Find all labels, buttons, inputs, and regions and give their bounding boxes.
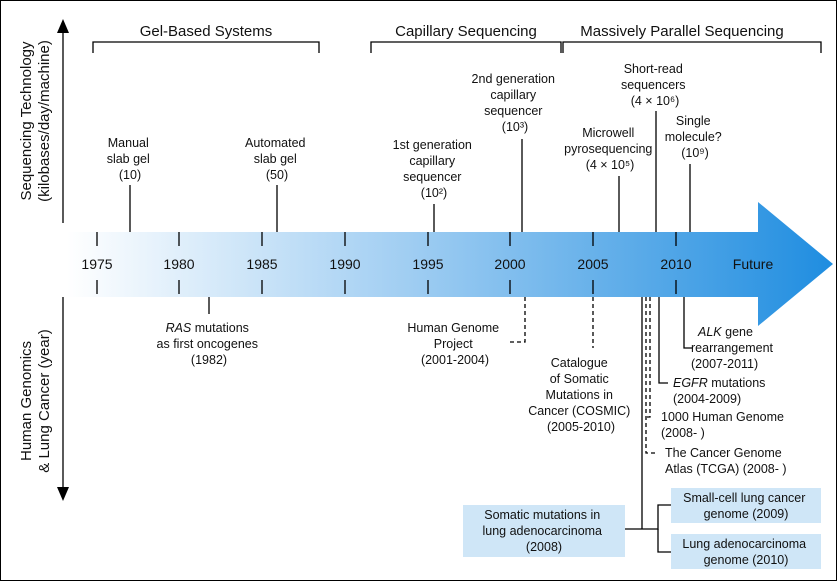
tech-2nd-gen-capillary: 2nd generation capillary sequencer (10³): [472, 72, 559, 134]
year-1980: 1980: [163, 256, 194, 272]
timeline-arrow: [67, 202, 833, 326]
event-human-genome-project: Human Genome Project (2001-2004): [407, 321, 502, 367]
box-small-cell-genome-text: Small-cell lung cancer genome (2009): [683, 491, 809, 521]
tech-automated-slab-gel: Automated slab gel (50): [245, 136, 309, 182]
box-somatic-mutations-text: Somatic mutations in lung adenocarcinoma…: [482, 508, 605, 554]
technology-connectors: [129, 111, 691, 232]
event-connectors: [208, 297, 693, 553]
year-ticks: [96, 232, 677, 294]
era-massively-parallel: Massively Parallel Sequencing: [580, 23, 783, 40]
box-adenocarcinoma-genome-text: Lung adenocarcinoma genome (2010): [682, 537, 809, 567]
year-future: Future: [733, 256, 774, 272]
box-small-cell-genome: [671, 488, 821, 523]
year-2010: 2010: [660, 256, 691, 272]
tech-manual-slab-gel: Manual slab gel (10): [107, 136, 154, 182]
event-alk-rearrangement: ALK gene rearrangement (2007-2011): [691, 325, 776, 371]
event-ras-mutations: RAS mutations as first oncogenes (1982): [157, 321, 262, 367]
vertical-axis-arrows: [57, 19, 69, 501]
tech-single-molecule: Single molecule? (10⁹): [665, 114, 725, 160]
event-cosmic: Catalogue of Somatic Mutations in Cancer…: [528, 356, 634, 434]
alk-italic: ALK: [697, 325, 722, 339]
tech-1st-gen-capillary: 1st generation capillary sequencer (10²): [393, 138, 476, 200]
era-gel-based: Gel-Based Systems: [140, 23, 273, 40]
egfr-italic: EGFR: [673, 376, 708, 390]
axis-label-top-2: (kilobases/day/machine): [36, 40, 53, 202]
era-capillary: Capillary Sequencing: [395, 23, 537, 40]
tech-short-read-sequencers: Short-read sequencers (4 × 10⁶): [621, 62, 689, 108]
axis-label-bottom-2: & Lung Cancer (year): [36, 329, 53, 472]
year-2000: 2000: [494, 256, 525, 272]
box-somatic-mutations: [463, 505, 625, 557]
event-1000-human-genome: 1000 Human Genome (2008- ): [661, 410, 787, 440]
axis-label-top-1: Sequencing Technology: [18, 41, 35, 201]
event-tcga: The Cancer Genome Atlas (TCGA) (2008- ): [665, 446, 787, 476]
year-1975: 1975: [81, 256, 112, 272]
year-1990: 1990: [329, 256, 360, 272]
year-1985: 1985: [246, 256, 277, 272]
event-egfr-mutations: EGFR mutations (2004-2009): [673, 376, 769, 406]
year-1995: 1995: [412, 256, 443, 272]
year-2005: 2005: [577, 256, 608, 272]
era-brackets: [92, 41, 822, 53]
tech-microwell-pyrosequencing: Microwell pyrosequencing (4 × 10⁵): [564, 126, 656, 172]
ras-italic: RAS: [166, 321, 192, 335]
axis-label-bottom-1: Human Genomics: [18, 341, 35, 461]
box-adenocarcinoma-genome: [671, 534, 821, 569]
